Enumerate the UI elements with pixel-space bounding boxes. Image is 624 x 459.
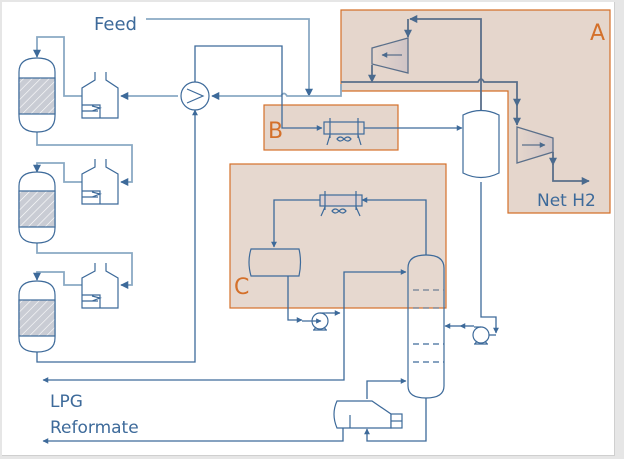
combined-feed-line xyxy=(211,84,342,101)
reflux-pump[interactable] xyxy=(302,312,329,331)
zone-c: C xyxy=(229,163,447,309)
reactor-2-to-heater-3 xyxy=(36,243,133,290)
zone-c-label: C xyxy=(234,275,249,300)
process-flow-diagram: A B C Feed Net H2 LPG Reformate xyxy=(18,9,611,444)
effluent-air-cooler[interactable] xyxy=(323,118,365,146)
column-bottoms-to-reboiler xyxy=(364,398,427,442)
reboiler-vapor-return xyxy=(366,378,407,399)
column-overhead-line xyxy=(361,197,427,255)
reactor-1-to-heater-2 xyxy=(36,132,133,187)
zone-b-label: B xyxy=(268,119,283,144)
reactor-2[interactable] xyxy=(18,171,56,244)
reactor-3-to-exchanger xyxy=(36,109,198,363)
net-gas-compressor[interactable] xyxy=(516,126,554,164)
heater-1[interactable] xyxy=(81,72,119,119)
reactor-1[interactable] xyxy=(18,57,56,133)
reformate-label: Reformate xyxy=(50,418,139,438)
lpg-label: LPG xyxy=(50,392,83,412)
overhead-condenser[interactable] xyxy=(319,191,363,217)
reflux-drum[interactable] xyxy=(248,248,302,277)
net-h2-label: Net H2 xyxy=(537,191,596,211)
feed-line xyxy=(146,18,314,97)
piping xyxy=(32,14,590,444)
net-h2-line xyxy=(552,163,590,186)
heater-3[interactable] xyxy=(81,263,119,309)
lpg-line xyxy=(42,313,345,383)
zone-a-label: A xyxy=(590,21,605,46)
condenser-to-reflux-drum xyxy=(271,199,320,248)
reformate-line xyxy=(42,427,344,444)
reboiler[interactable] xyxy=(333,400,403,429)
reflux-to-column xyxy=(343,269,407,313)
heater-2[interactable] xyxy=(81,159,119,205)
separator-liquid-line xyxy=(480,182,499,334)
stabilizer-column[interactable] xyxy=(407,254,445,399)
separator[interactable] xyxy=(462,109,500,179)
recycle-compressor[interactable] xyxy=(371,37,409,74)
separator-liquid-pump[interactable] xyxy=(472,326,490,345)
reactor-3[interactable] xyxy=(18,280,56,353)
diagram-canvas: A B C Feed Net H2 LPG Reformate xyxy=(2,2,615,456)
heater-3-to-reactor-3 xyxy=(32,271,82,286)
feed-label: Feed xyxy=(94,14,137,35)
heater-1-to-reactor-1 xyxy=(32,36,82,97)
heater-2-to-reactor-2 xyxy=(32,162,82,183)
effluent-to-cooler xyxy=(194,45,323,131)
feed-effluent-exchanger[interactable] xyxy=(180,81,210,111)
recycle-header xyxy=(341,78,522,107)
reflux-drum-to-pump xyxy=(287,276,303,323)
